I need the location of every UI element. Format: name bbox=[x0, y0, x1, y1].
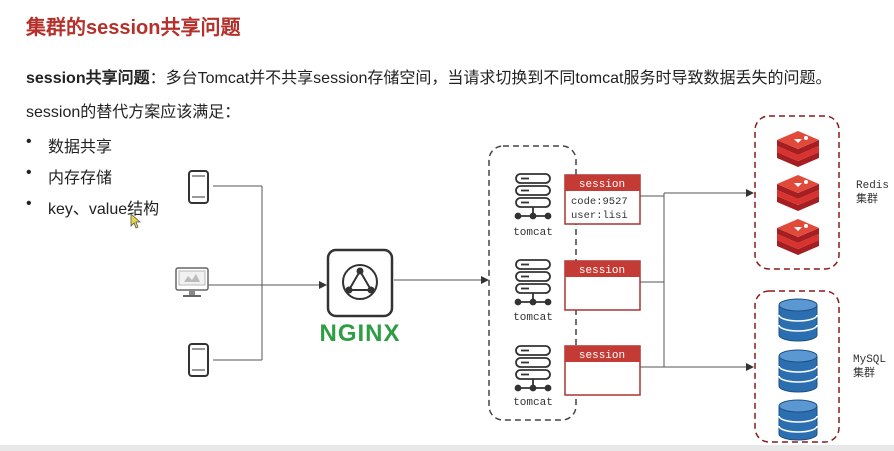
list-item: •数据共享 bbox=[26, 133, 113, 156]
nginx-label: NGINX bbox=[319, 320, 400, 347]
mysql-label: 集群 bbox=[853, 365, 875, 379]
phone-icon bbox=[188, 343, 209, 377]
problem-label: session共享问题 bbox=[26, 70, 150, 87]
server-icon bbox=[514, 173, 552, 220]
tomcat-server-3: tomcat session bbox=[513, 345, 641, 409]
session-title: session bbox=[579, 350, 625, 362]
requirement-intro: session的替代方案应该满足： bbox=[26, 104, 241, 121]
database-icon bbox=[778, 399, 818, 441]
client-connectors bbox=[208, 185, 327, 361]
bottom-bar bbox=[0, 445, 894, 451]
list-item: •key、value结构 bbox=[26, 195, 160, 218]
storage-connectors bbox=[640, 189, 754, 371]
tomcat-server-2: tomcat session bbox=[513, 259, 641, 324]
tomcat-label: tomcat bbox=[513, 312, 553, 324]
requirement-text: key、value结构 bbox=[48, 201, 160, 218]
problem-text: 多台Tomcat并不共享session存储空间，当请求切换到不同tomcat服务… bbox=[165, 70, 832, 87]
session-line: code:9527 bbox=[571, 196, 628, 208]
server-icon bbox=[514, 259, 552, 306]
problem-colon: ： bbox=[149, 70, 166, 87]
redis-cluster bbox=[754, 115, 840, 270]
requirement-text: 内存存储 bbox=[48, 170, 113, 187]
database-icon bbox=[778, 349, 818, 393]
redis-icon bbox=[777, 219, 819, 255]
session-box: session code:9527 user:lisi bbox=[564, 174, 641, 225]
mysql-label: MySQL bbox=[853, 354, 886, 366]
redis-icon bbox=[777, 131, 819, 167]
requirement-list: •数据共享 •内存存储 •key、value结构 bbox=[26, 133, 159, 226]
redis-icon bbox=[777, 175, 819, 211]
redis-label: Redis bbox=[856, 180, 889, 192]
phone-icon bbox=[188, 170, 209, 204]
session-line: user:lisi bbox=[571, 210, 628, 222]
nginx-icon bbox=[326, 248, 394, 318]
list-item: •内存存储 bbox=[26, 164, 113, 187]
requirement-text: 数据共享 bbox=[48, 139, 113, 156]
session-box: session bbox=[564, 345, 641, 396]
redis-label: 集群 bbox=[856, 191, 878, 205]
page-title: 集群的session共享问题 bbox=[26, 17, 241, 39]
session-box: session bbox=[564, 260, 641, 311]
database-icon bbox=[778, 298, 818, 342]
problem-statement: session共享问题：多台Tomcat并不共享session存储空间，当请求切… bbox=[26, 64, 831, 88]
desktop-icon bbox=[175, 267, 209, 297]
tomcat-server-1: tomcat session code:9527 user:lisi bbox=[513, 173, 641, 239]
tomcat-label: tomcat bbox=[513, 397, 553, 409]
server-icon bbox=[514, 345, 552, 392]
session-title: session bbox=[579, 265, 625, 277]
mysql-cluster bbox=[754, 290, 840, 443]
cursor-icon bbox=[130, 213, 142, 229]
session-title: session bbox=[579, 179, 625, 191]
tomcat-label: tomcat bbox=[513, 227, 553, 239]
